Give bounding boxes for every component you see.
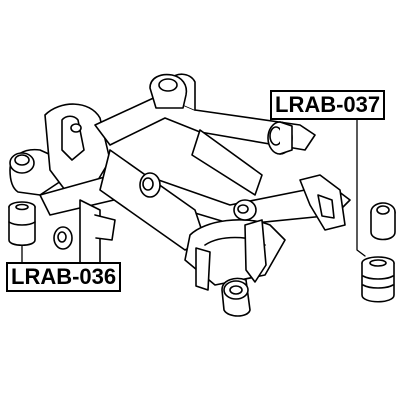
part-label-lrab-036: LRAB-036 [6, 262, 122, 292]
lower-rear-bushing [221, 277, 251, 317]
center-rail-bushing [139, 172, 161, 198]
leader-lines [21, 117, 366, 263]
leader-line-037 [356, 117, 366, 257]
right-outer-bushing [370, 202, 396, 241]
subframe-drawing [9, 73, 396, 317]
lrab-036-bushing [8, 201, 36, 247]
part-label-lrab-037: LRAB-037 [270, 90, 386, 120]
lrab-037-bushing [361, 256, 395, 303]
top-center-bushing [149, 73, 188, 109]
left-mid-bushing [53, 226, 73, 250]
center-lower-bushing [233, 199, 257, 221]
right-top-bushing [267, 121, 293, 155]
